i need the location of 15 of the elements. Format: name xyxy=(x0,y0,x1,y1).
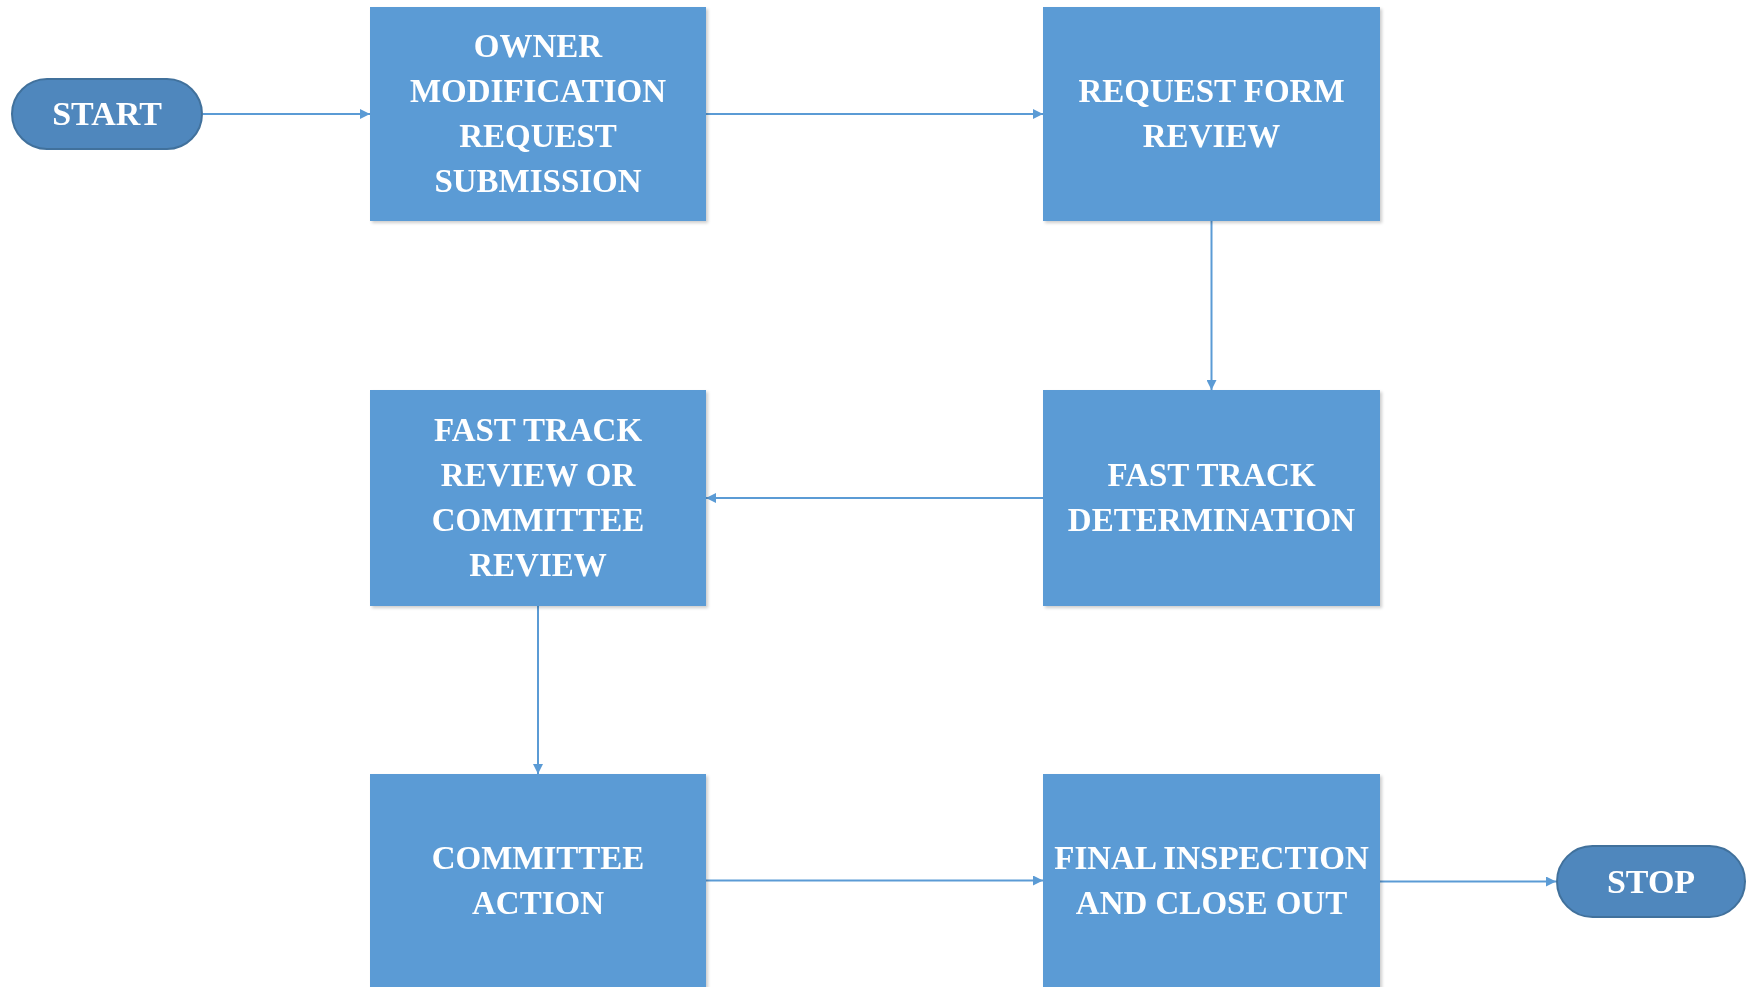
arrow xyxy=(705,493,1044,503)
arrow xyxy=(533,605,543,775)
terminal-pill: STOP xyxy=(1556,845,1746,918)
arrow xyxy=(705,875,1044,886)
arrow xyxy=(1379,876,1557,887)
arrow xyxy=(705,109,1044,119)
process-box: FAST TRACK REVIEW OR COMMITTEE REVIEW xyxy=(370,390,706,606)
terminal-pill: START xyxy=(11,78,203,150)
process-box: COMMITTEE ACTION xyxy=(370,774,706,987)
process-box: OWNER MODIFICATION REQUEST SUBMISSION xyxy=(370,7,706,221)
arrow xyxy=(202,109,371,119)
arrow xyxy=(1206,220,1217,391)
process-box: REQUEST FORM REVIEW xyxy=(1043,7,1380,221)
process-box: FINAL INSPECTION AND CLOSE OUT xyxy=(1043,774,1380,987)
process-box: FAST TRACK DETERMINATION xyxy=(1043,390,1380,606)
